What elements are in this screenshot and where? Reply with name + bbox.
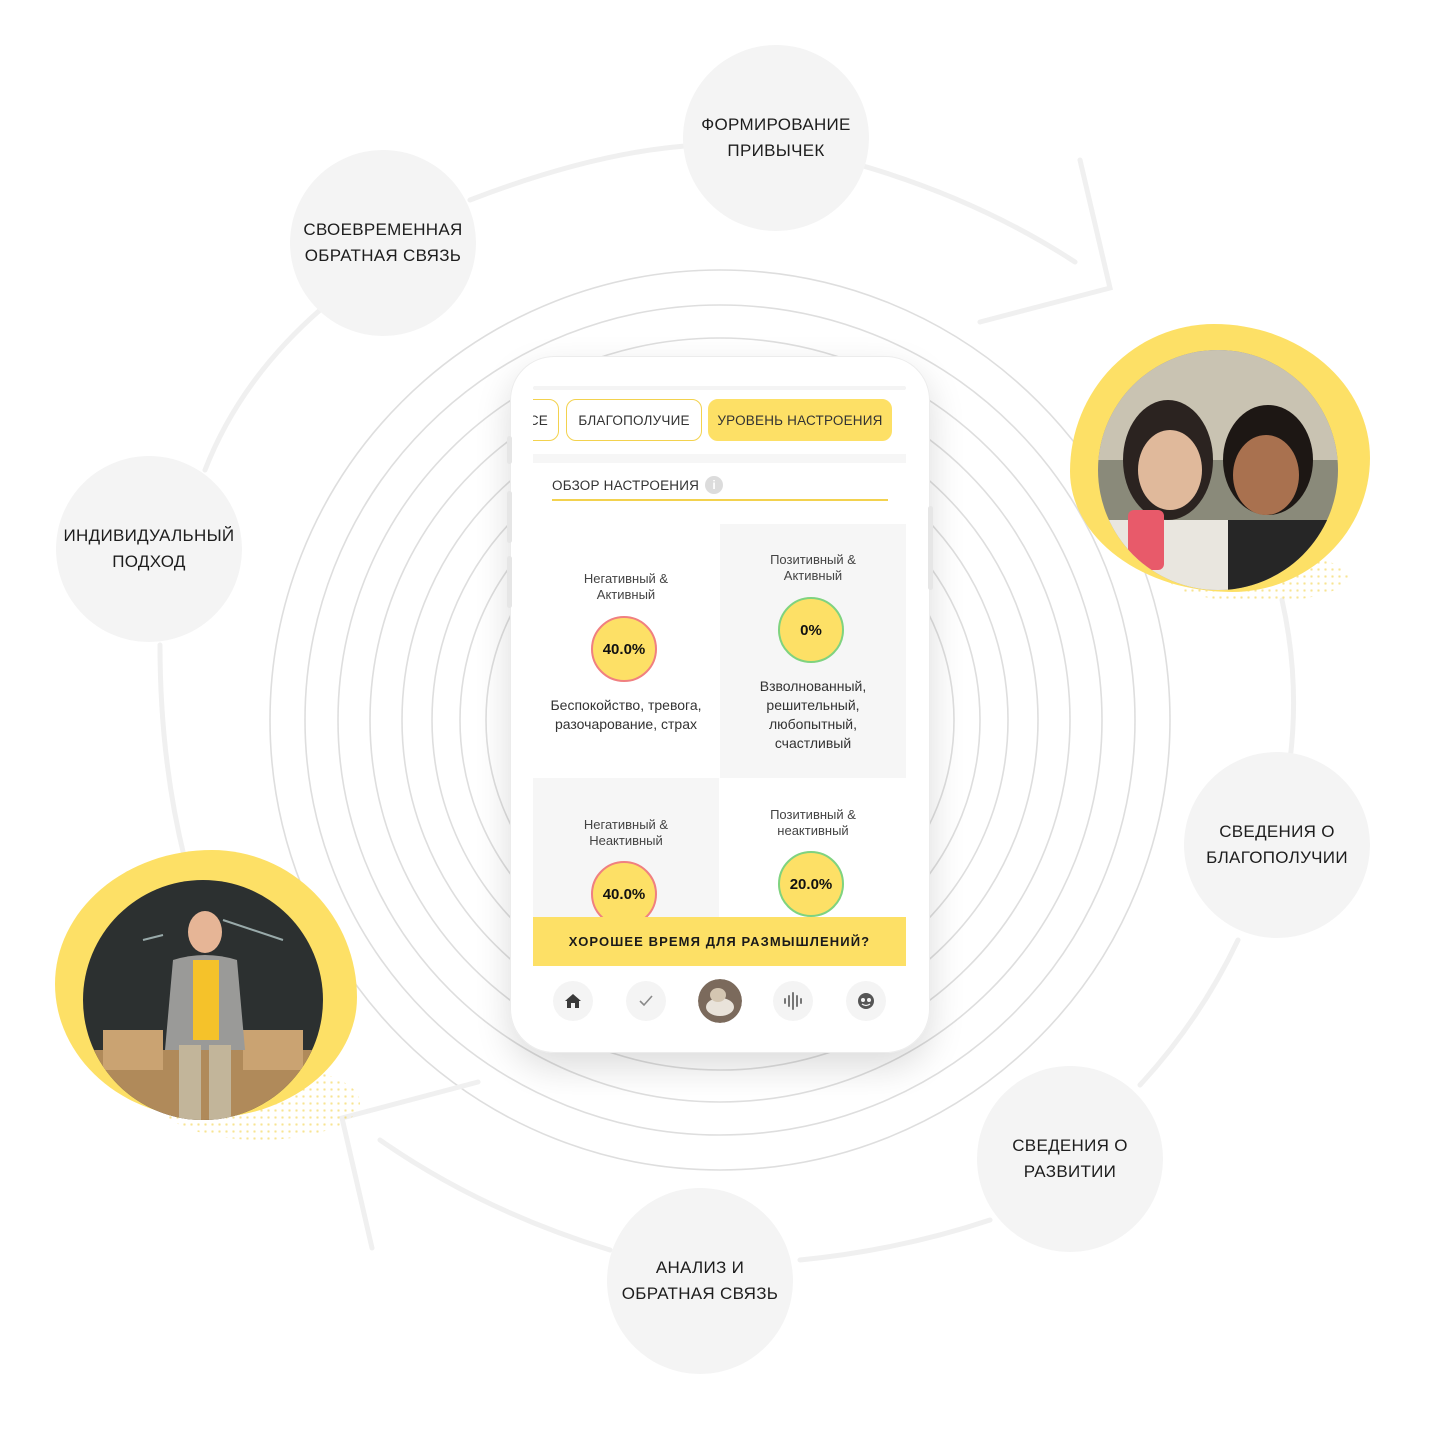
bottom-navigation: [533, 976, 906, 1026]
cycle-node-feedback: СВОЕВРЕМЕННАЯ ОБРАТНАЯ СВЯЗЬ: [290, 150, 476, 336]
quadrant-positive-inactive: Позитивный & неактивный 20.0%: [720, 778, 906, 917]
quadrant-percent: 40.0%: [591, 861, 657, 927]
nav-home[interactable]: [553, 981, 593, 1021]
cycle-arc-top: [467, 142, 703, 203]
cycle-arc-right-lower: [1137, 937, 1241, 1088]
section-divider: [533, 454, 906, 463]
cycle-arc-top-right: [857, 162, 1078, 265]
quadrant-positive-active: Позитивный & Активный 0% Взволнованный, …: [720, 524, 906, 778]
audio-wave-icon: [784, 992, 802, 1010]
cycle-node-habits: ФОРМИРОВАНИЕ ПРИВЫЧЕК: [683, 45, 869, 231]
ring-3: [337, 337, 1103, 1103]
tab-partial[interactable]: СЕ: [533, 399, 559, 441]
info-icon[interactable]: i: [705, 476, 724, 494]
ring-2: [304, 304, 1136, 1136]
quadrant-title: Позитивный & неактивный: [770, 807, 856, 838]
quadrant-title: Позитивный & Активный: [770, 552, 856, 583]
phone-mockup: СЕ БЛАГОПОЛУЧИЕ УРОВЕНЬ НАСТРОЕНИЯ ОБЗОР…: [507, 356, 933, 1053]
quadrant-title: Негативный & Неактивный: [583, 817, 669, 848]
teacher-photo: [83, 880, 323, 1120]
section-underline: [552, 499, 888, 501]
nav-avatar[interactable]: [698, 979, 742, 1023]
section-title-text: ОБЗОР НАСТРОЕНИЯ: [552, 477, 700, 493]
mood-face-icon: [858, 993, 874, 1009]
quadrant-negative-inactive: Негативный & Неактивный 40.0%: [533, 778, 719, 927]
tab-mood-level[interactable]: УРОВЕНЬ НАСТРОЕНИЯ: [708, 399, 892, 441]
nav-audio[interactable]: [773, 981, 813, 1021]
cycle-arc-right: [1279, 597, 1297, 763]
app-screen: СЕ БЛАГОПОЛУЧИЕ УРОВЕНЬ НАСТРОЕНИЯ ОБЗОР…: [533, 386, 906, 1026]
check-icon: [639, 995, 653, 1007]
arrowhead-top-right: [977, 157, 1113, 325]
quadrant-percent: 0%: [778, 597, 844, 663]
quadrant-description: Беспокойство, тревога, разочарование, ст…: [550, 697, 702, 732]
quadrant-negative-active: Негативный & Активный 40.0% Беспокойство…: [533, 524, 719, 778]
tab-wellbeing[interactable]: БЛАГОПОЛУЧИЕ: [566, 399, 702, 441]
cycle-node-development: СВЕДЕНИЯ О РАЗВИТИИ: [977, 1066, 1163, 1252]
quadrant-percent: 40.0%: [591, 616, 657, 682]
phone-side-button: [928, 506, 933, 590]
cycle-node-wellbeing: СВЕДЕНИЯ О БЛАГОПОЛУЧИИ: [1184, 752, 1370, 938]
teacher-photo-group: [50, 850, 370, 1150]
quadrant-description: Взволнованный, решительный, любопытный, …: [759, 678, 867, 751]
students-photo-group: [1068, 322, 1378, 612]
phone-side-button: [507, 491, 512, 543]
students-photo: [1098, 350, 1338, 590]
ring-1: [269, 269, 1171, 1171]
home-icon: [565, 994, 581, 1008]
phone-side-button: [507, 436, 512, 464]
nav-mood[interactable]: [846, 981, 886, 1021]
phone-side-button: [507, 556, 512, 608]
quadrant-title: Негативный & Активный: [583, 571, 669, 602]
cycle-arc-bottom: [377, 1137, 613, 1253]
avatar: [698, 979, 742, 1023]
cycle-node-individual: ИНДИВИДУАЛЬНЫЙ ПОДХОД: [56, 456, 242, 642]
quadrant-percent: 20.0%: [778, 851, 844, 917]
nav-tasks[interactable]: [626, 981, 666, 1021]
cycle-arc-left-upper: [202, 307, 323, 473]
cycle-arc-bottom-right: [797, 1217, 993, 1263]
cycle-arc-left: [157, 642, 188, 863]
cycle-node-analysis: АНАЛИЗ И ОБРАТНАЯ СВЯЗЬ: [607, 1188, 793, 1374]
status-bar: [533, 386, 906, 390]
section-title: ОБЗОР НАСТРОЕНИЯ i: [552, 476, 724, 494]
reflection-banner[interactable]: ХОРОШЕЕ ВРЕМЯ ДЛЯ РАЗМЫШЛЕНИЙ?: [533, 917, 906, 966]
